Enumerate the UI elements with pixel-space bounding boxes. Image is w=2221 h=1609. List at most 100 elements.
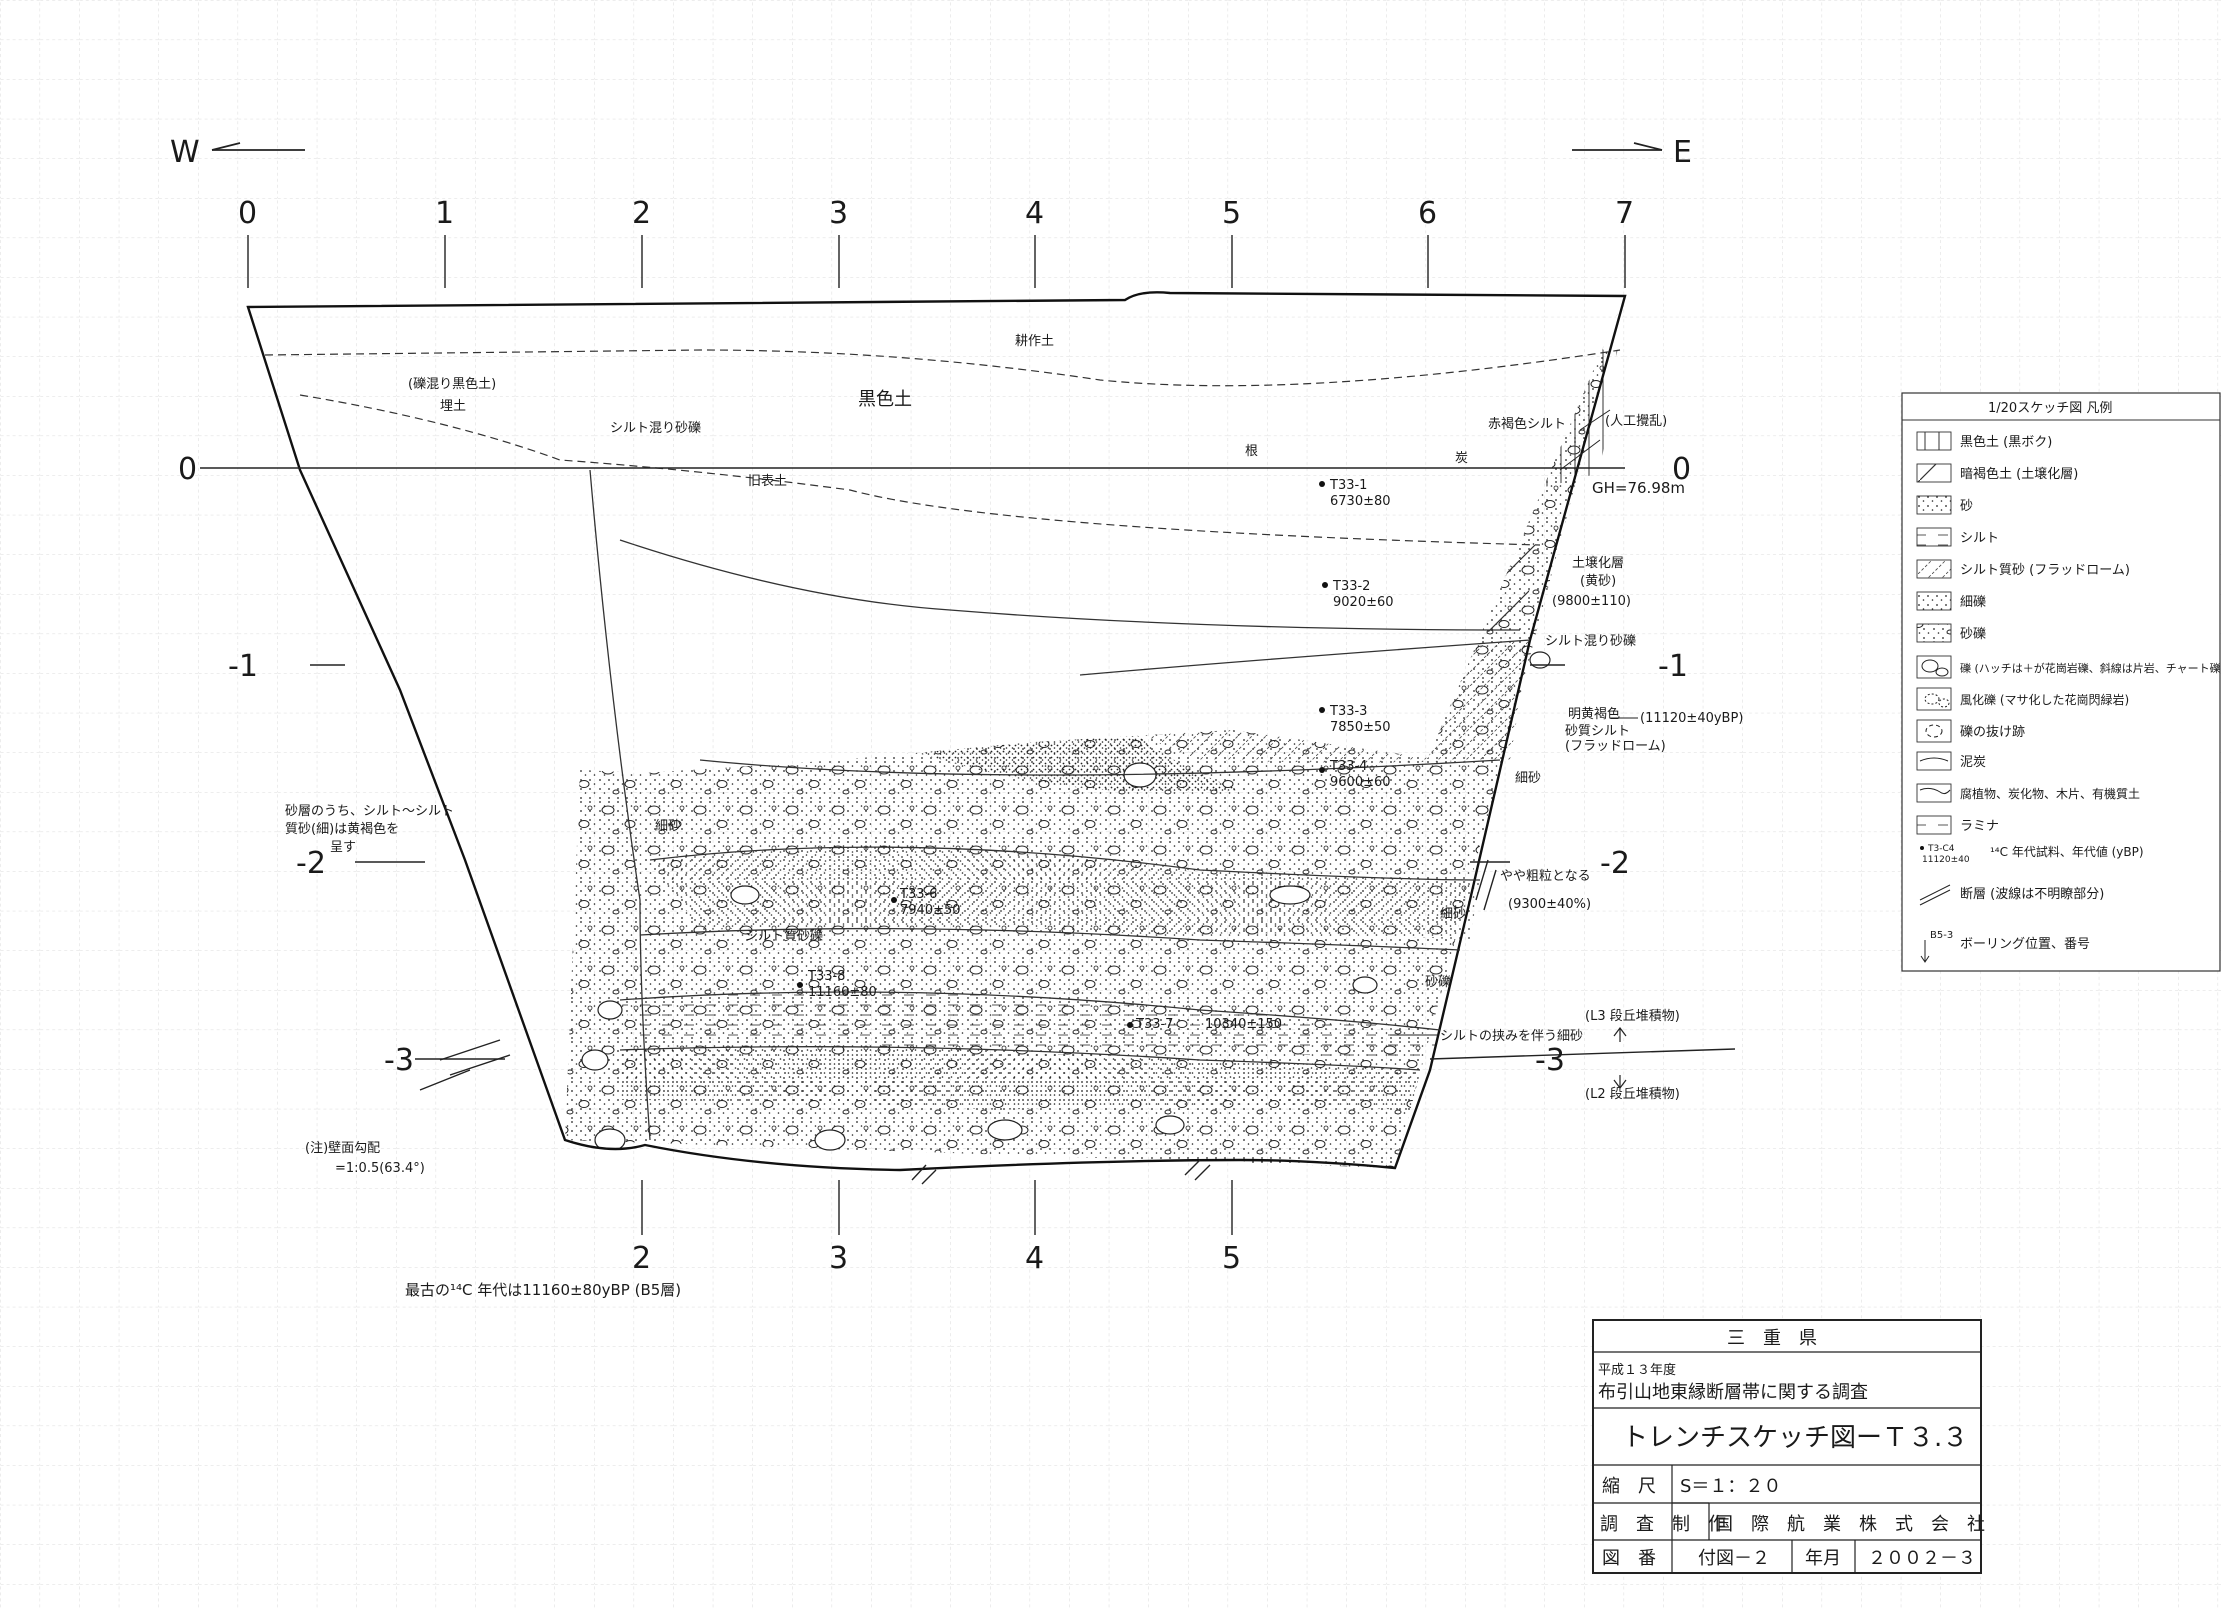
silty-sand-gravel-label: シルト混り砂礫 — [1545, 633, 1636, 649]
sample-id: T33-8 — [807, 969, 845, 984]
paleosol-sub-label: (黄砂) — [1580, 574, 1616, 589]
l3-label: (L3 段丘堆積物) — [1585, 1009, 1680, 1024]
radiocarbon-samples: T33-1 6730±80 T33-2 9020±60 T33-3 7850±5… — [797, 478, 1394, 1032]
fine-sand-label: 細砂 — [1515, 771, 1541, 786]
bottom-tick-label: 4 — [1025, 1241, 1044, 1276]
bottom-tick-label: 2 — [632, 1241, 651, 1276]
tilled-soil-label: 耕作土 — [1015, 333, 1054, 349]
fault-marks — [419, 859, 1497, 1185]
age-paren: (9800±110) — [1552, 594, 1631, 609]
sample-id: T33-2 — [1332, 579, 1370, 594]
bottom-tick-label: 5 — [1222, 1241, 1241, 1276]
depth-right-label: -3 — [1535, 1043, 1565, 1078]
maker-value: 国 際 航 業 株 式 会 社 — [1715, 1514, 1985, 1535]
top-tick-label: 1 — [435, 196, 454, 231]
bottom-tick-label: 3 — [829, 1241, 848, 1276]
direction-indicator: W E — [170, 135, 1692, 170]
charcoal-label: 炭 — [1455, 451, 1468, 466]
legend: 1/20スケッチ図 凡例 T3-C4 111 — [1901, 392, 2221, 972]
scale-label: 縮 尺 — [1602, 1476, 1656, 1497]
east-label: E — [1673, 135, 1692, 170]
legend-item: 風化礫 (マサ化した花崗閃緑岩) — [1960, 692, 2129, 707]
note-line: 呈す — [330, 840, 356, 855]
date-value: ２００２－３ — [1868, 1548, 1976, 1569]
flood-loam-label: (フラッドローム) — [1565, 739, 1666, 754]
depth-left-label: -2 — [296, 846, 326, 881]
sample-id: T33-3 — [1329, 704, 1367, 719]
top-tick-label: 2 — [632, 196, 651, 231]
date-label: 年月 — [1805, 1548, 1841, 1569]
bright-brown-label: 明黄褐色 — [1568, 706, 1620, 722]
bottom-distance-axis: 2 3 4 5 — [632, 1180, 1241, 1276]
survey-name: 布引山地東縁断層帯に関する調査 — [1598, 1382, 1868, 1403]
fine-sand-label: 細砂 — [1440, 907, 1466, 922]
ancient-soil-label: 旧表土 — [748, 474, 787, 489]
coarse-label: やや粗粒となる — [1500, 869, 1591, 884]
legend-item: ¹⁴C 年代試料、年代値 (yBP) — [1990, 844, 2144, 859]
depth-right-label: -1 — [1658, 649, 1688, 684]
legend-item: 砂礫 — [1960, 626, 1986, 642]
gravel-sand-label: 砂礫 — [1425, 974, 1451, 990]
right-annotations: (人工攪乱) 土壌化層 (黄砂) (9800±110) シルト混り砂礫 明黄褐色… — [1390, 409, 1743, 1102]
ground-height: GH=76.98m — [1592, 479, 1685, 497]
top-distance-axis: 0 1 2 3 4 5 6 7 — [238, 196, 1634, 288]
top-tick-label: 6 — [1418, 196, 1437, 231]
silty-loam-label: 砂質シルト — [1565, 724, 1630, 739]
sample-age: 10340±150 — [1205, 1017, 1282, 1032]
note-line: 質砂(細)は黄褐色を — [285, 821, 399, 837]
legend-item: 礫の抜け跡 — [1960, 724, 2025, 740]
prefecture: 三 重 県 — [1727, 1328, 1817, 1349]
legend-boring-tag: B5-3 — [1930, 930, 1953, 941]
depth-left-label: 0 — [178, 452, 197, 487]
layer-labels: 耕作土 黒色土 (礫混り黒色土) 埋土 シルト混り砂礫 旧表土 赤褐色シルト 根… — [408, 333, 1566, 944]
legend-title: 1/20スケッチ図 凡例 — [1988, 401, 2112, 416]
sample-age: 9020±60 — [1333, 595, 1394, 610]
slope-note: (注)壁面勾配 — [305, 1141, 380, 1156]
fill-label: 埋土 — [440, 399, 466, 414]
depth-right-label: -2 — [1600, 846, 1630, 881]
sample-age: 9600±60 — [1330, 775, 1391, 790]
maker-label: 調 査 制 作 — [1600, 1514, 1726, 1535]
top-tick-label: 5 — [1222, 196, 1241, 231]
l2-label: (L2 段丘堆積物) — [1585, 1087, 1680, 1102]
legend-item: 腐植物、炭化物、木片、有機質土 — [1960, 786, 2140, 801]
top-tick-label: 3 — [829, 196, 848, 231]
depth-scale: 0 -1 -2 -3 0 -1 -2 -3 GH=76.98m — [178, 452, 1736, 1078]
legend-item: シルト — [1960, 531, 1999, 546]
depth-left-label: -1 — [228, 649, 258, 684]
legend-item: 黒色土 (黒ボク) — [1960, 434, 2052, 450]
silt-band-label: シルトの挟みを伴う細砂 — [1440, 1029, 1583, 1044]
silt-sand-label: シルト質砂礫 — [745, 928, 823, 944]
drawing-no-label: 図 番 — [1602, 1548, 1656, 1569]
depth-left-label: -3 — [384, 1043, 414, 1078]
fine-sand-label: 細砂 — [655, 819, 681, 834]
slope-value: =1:0.5(63.4°) — [335, 1161, 425, 1176]
legend-item: ラミナ — [1960, 819, 1999, 834]
top-tick-label: 4 — [1025, 196, 1044, 231]
drawing-title: トレンチスケッチ図ーＴ３.３ — [1622, 1423, 1968, 1453]
fiscal-year: 平成１３年度 — [1598, 1362, 1676, 1378]
sample-age: 11160±80 — [808, 985, 877, 1000]
note-line: 砂層のうち、シルト～シルト — [285, 804, 454, 819]
legend-item: 礫 (ハッチは＋が花崗岩礫、斜線は片岩、チャート礫) — [1960, 661, 2221, 675]
sample-age: 6730±80 — [1330, 494, 1391, 509]
black-soil-label: 黒色土 — [858, 389, 912, 410]
legend-sample-tag: 11120±40 — [1922, 855, 1970, 865]
west-label: W — [170, 135, 200, 170]
sample-id: T33-4 — [1329, 759, 1367, 774]
legend-item: ボーリング位置、番号 — [1960, 937, 2090, 952]
drawing-no-value: 付図－２ — [1698, 1548, 1770, 1569]
artificial-disturbance: (人工攪乱) — [1605, 414, 1667, 429]
title-block: 三 重 県 平成１３年度 布引山地東縁断層帯に関する調査 トレンチスケッチ図ーＴ… — [1592, 1319, 1985, 1574]
oldest-age-note: 最古の¹⁴C 年代は11160±80yBP (B5層) — [405, 1281, 681, 1299]
root-label: 根 — [1245, 444, 1258, 459]
silt-mixed-sand-label: シルト混り砂礫 — [610, 420, 701, 436]
sample-id: T33-6 — [899, 887, 937, 902]
legend-item: 細礫 — [1960, 594, 1986, 610]
legend-item: シルト質砂 (フラッドローム) — [1960, 563, 2130, 578]
paleosol-label: 土壌化層 — [1572, 556, 1624, 571]
legend-item: 泥炭 — [1960, 755, 1986, 770]
legend-sample-tag: T3-C4 — [1927, 844, 1955, 854]
age-paren: (9300±40%) — [1508, 897, 1591, 912]
depth-right-label: 0 — [1672, 452, 1691, 487]
